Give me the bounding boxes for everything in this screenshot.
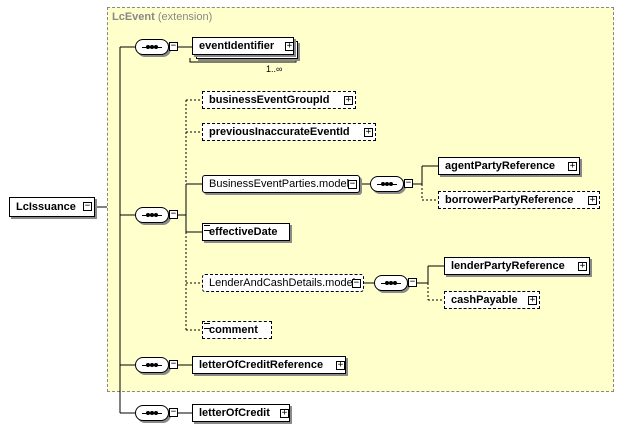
group-label: BusinessEventParties.model <box>209 178 350 190</box>
element-label: agentPartyReference <box>445 160 556 172</box>
group-label: LenderAndCashDetails.model <box>209 277 356 289</box>
sequence-collapse-icon[interactable]: − <box>169 359 178 369</box>
element-agent-party-reference[interactable]: agentPartyReference <box>438 157 580 175</box>
element-label: businessEventGroupId <box>209 94 330 106</box>
expand-icon[interactable]: + <box>285 41 294 51</box>
element-borrower-party-reference[interactable]: borrowerPartyReference <box>438 191 600 209</box>
sequence-collapse-icon[interactable]: − <box>169 41 178 51</box>
element-comment[interactable]: comment <box>202 321 272 339</box>
element-label: comment <box>209 324 258 336</box>
simple-content-icon <box>204 323 210 329</box>
simple-content-icon <box>204 225 210 231</box>
sequence-compositor-icon[interactable] <box>135 405 169 421</box>
root-collapse-icon[interactable]: − <box>83 201 92 211</box>
expand-icon[interactable]: + <box>528 295 537 305</box>
sequence-collapse-icon[interactable]: − <box>408 277 417 287</box>
element-letter-of-credit[interactable]: letterOfCredit <box>192 404 290 422</box>
element-lender-party-reference[interactable]: lenderPartyReference <box>444 257 590 275</box>
sequence-collapse-icon[interactable]: − <box>169 209 178 219</box>
element-previous-inaccurate-event-id[interactable]: previousInaccurateEventId <box>202 123 376 141</box>
element-letter-of-credit-reference[interactable]: letterOfCreditReference <box>192 356 346 374</box>
collapse-icon[interactable]: − <box>348 179 357 189</box>
element-label: previousInaccurateEventId <box>209 126 350 138</box>
element-label: effectiveDate <box>209 226 278 238</box>
expand-icon[interactable]: + <box>568 161 577 171</box>
element-event-identifier[interactable]: eventIdentifier <box>192 37 294 55</box>
element-label: borrowerPartyReference <box>445 194 574 206</box>
root-element-lcissuance[interactable]: LcIssuance <box>9 197 95 217</box>
element-cash-payable[interactable]: cashPayable <box>444 291 540 309</box>
root-label: LcIssuance <box>16 201 76 213</box>
group-type: (extension) <box>157 11 213 23</box>
cardinality-label: 1..∞ <box>266 64 283 74</box>
group-title: LcEvent (extension) <box>112 11 212 23</box>
element-label: cashPayable <box>451 294 518 306</box>
element-label: eventIdentifier <box>199 40 275 52</box>
group-business-event-parties-model[interactable]: BusinessEventParties.model <box>202 175 360 193</box>
sequence-compositor-icon[interactable] <box>135 357 169 373</box>
sequence-compositor-icon[interactable] <box>135 39 169 55</box>
collapse-icon[interactable]: − <box>352 278 361 288</box>
expand-icon[interactable]: + <box>364 127 373 137</box>
expand-icon[interactable]: + <box>336 360 345 370</box>
element-business-event-group-id[interactable]: businessEventGroupId <box>202 91 356 109</box>
element-label: letterOfCreditReference <box>199 359 324 371</box>
expand-icon[interactable]: + <box>588 195 597 205</box>
sequence-collapse-icon[interactable]: − <box>169 407 178 417</box>
element-label: lenderPartyReference <box>451 260 565 272</box>
group-name: LcEvent <box>112 11 155 23</box>
expand-icon[interactable]: + <box>280 408 289 418</box>
sequence-compositor-icon[interactable] <box>374 275 408 291</box>
element-effective-date[interactable]: effectiveDate <box>202 223 290 241</box>
sequence-compositor-icon[interactable] <box>370 176 404 192</box>
expand-icon[interactable]: + <box>344 95 353 105</box>
element-label: letterOfCredit <box>199 407 270 419</box>
group-lender-and-cash-details-model[interactable]: LenderAndCashDetails.model <box>202 274 364 292</box>
expand-icon[interactable]: + <box>578 261 587 271</box>
sequence-compositor-icon[interactable] <box>135 207 169 223</box>
sequence-collapse-icon[interactable]: − <box>404 178 413 188</box>
